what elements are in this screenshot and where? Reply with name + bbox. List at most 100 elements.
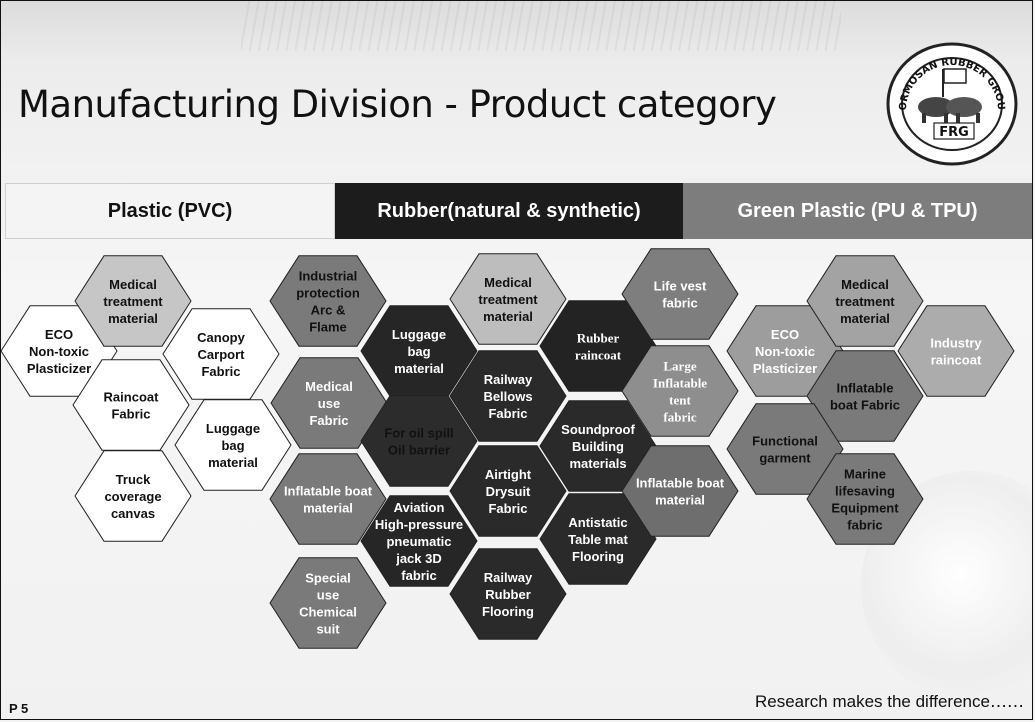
product-label: garment: [759, 451, 811, 466]
product-label: Soundproof: [561, 422, 635, 437]
category-rubber[interactable]: Rubber(natural & synthetic): [335, 183, 683, 239]
product-label: pneumatic: [386, 534, 451, 549]
product-label: Functional: [752, 434, 818, 449]
product-label: Life vest: [654, 279, 707, 294]
product-label: Medical: [305, 379, 353, 394]
product-label: canvas: [111, 506, 155, 521]
product-label: For oil spill: [384, 426, 453, 441]
product-label: material: [840, 311, 890, 326]
product-label: Medical: [841, 277, 889, 292]
product-label: Rubber: [485, 587, 531, 602]
product-label: Antistatic: [568, 515, 627, 530]
product-label: Railway: [484, 372, 533, 387]
category-plastic-pvc[interactable]: Plastic (PVC): [5, 183, 335, 239]
hexagon-shape: [621, 248, 739, 340]
hexagon-shape: [270, 357, 388, 449]
logo-center-text: FRG: [939, 125, 969, 140]
product-label: Railway: [484, 570, 533, 585]
hexagon-shape: [72, 359, 190, 451]
hexagon-shape: [806, 255, 924, 347]
footer-tagline: Research makes the difference‥‥‥: [754, 692, 1024, 711]
product-label: High-pressure: [375, 517, 463, 532]
product-label: material: [108, 311, 158, 326]
product-hexagon[interactable]: Inflatable boat material: [269, 453, 387, 545]
product-label: Flooring: [482, 604, 534, 619]
product-label: coverage: [104, 489, 161, 504]
product-hexagon[interactable]: Life vest fabric: [621, 248, 739, 340]
product-label: Building: [572, 439, 624, 454]
product-label: Canopy: [197, 330, 245, 345]
hexagon-shape: [360, 495, 478, 587]
hexagon-shape: [806, 350, 924, 442]
product-label: ECO: [771, 327, 799, 342]
product-label: Non-toxic: [755, 344, 815, 359]
product-label: suit: [316, 622, 340, 637]
product-label: Inflatable boat: [636, 476, 725, 491]
elephant-emblem-icon: [918, 68, 982, 123]
product-label: Table mat: [568, 532, 628, 547]
product-label: Luggage: [392, 327, 446, 342]
product-label: treatment: [103, 294, 163, 309]
category-green-plastic[interactable]: Green Plastic (PU & TPU): [683, 183, 1032, 239]
product-label: treatment: [478, 292, 538, 307]
product-label: bag: [221, 438, 244, 453]
product-label: Inflatable boat: [284, 484, 373, 499]
product-label: Fabric: [201, 364, 240, 379]
hexagon-shape: [449, 548, 567, 640]
product-label: Oil barrier: [388, 443, 450, 458]
product-label: material: [208, 455, 258, 470]
product-label: material: [303, 501, 353, 516]
product-label: Fabric: [488, 501, 527, 516]
product-label: Inflatable: [836, 381, 893, 396]
hexagon-shape: [621, 445, 739, 537]
product-label: Fabric: [111, 407, 150, 422]
product-hexagon[interactable]: Functional garment: [726, 403, 844, 495]
product-label: Large: [663, 359, 696, 374]
hexagon-shape: [74, 255, 192, 347]
hexagon-shape: [269, 557, 387, 649]
product-label: use: [318, 396, 340, 411]
product-label: Inflatable: [653, 376, 707, 391]
hexagon-shape: [449, 350, 567, 442]
world-map-watermark: [241, 1, 841, 51]
product-label: material: [483, 309, 533, 324]
product-label: Fabric: [488, 406, 527, 421]
product-label: fabric: [662, 296, 697, 311]
product-label: Airtight: [485, 467, 532, 482]
hexagon-shape: [449, 445, 567, 537]
hexagon-shape: [269, 255, 387, 347]
product-label: Flooring: [572, 549, 624, 564]
product-label: Aviation: [394, 500, 445, 515]
hexagon-shape: [74, 450, 192, 542]
product-label: Raincoat: [104, 390, 160, 405]
product-label: fabric: [401, 568, 436, 583]
hexagon-shape: [162, 308, 280, 400]
product-label: Industrial: [299, 269, 358, 284]
